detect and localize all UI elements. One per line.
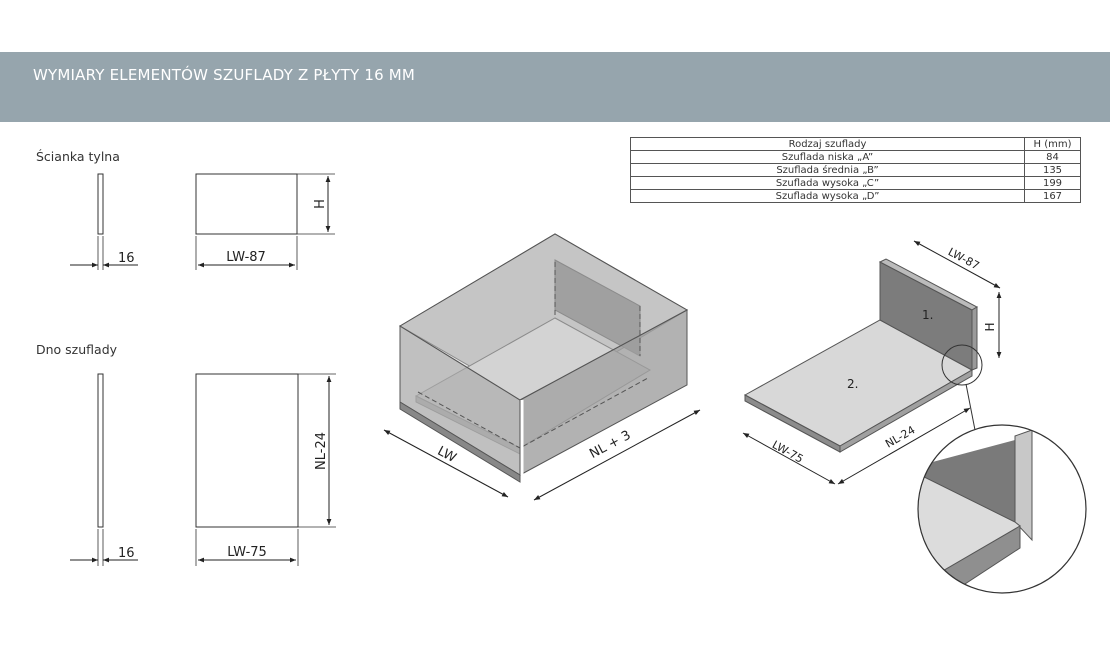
table-header-row: Rodzaj szuflady H (mm) <box>630 137 1081 151</box>
part-1-label: 1. <box>922 308 933 322</box>
drawer-height-table: Rodzaj szuflady H (mm) Szuflada niska „A… <box>630 137 1081 203</box>
back-panel-height-label: H <box>313 199 328 209</box>
page-title: WYMIARY ELEMENTÓW SZUFLADY Z PŁYTY 16 MM <box>33 66 416 84</box>
back-panel-width-label: LW-87 <box>226 250 266 265</box>
parts-height-label: H <box>983 322 997 331</box>
back-panel-thickness-label: 16 <box>118 251 135 266</box>
table-row: Szuflada wysoka „D” 167 <box>630 189 1081 203</box>
table-cell-h: 167 <box>1024 189 1081 203</box>
parts-width-bottom-label: LW-75 <box>770 438 806 466</box>
back-panel-front-view: H LW-87 <box>195 173 335 270</box>
bottom-side-view: 16 <box>70 373 138 566</box>
header-banner: WYMIARY ELEMENTÓW SZUFLADY Z PŁYTY 16 MM <box>0 52 1110 122</box>
bottom-depth-label: NL-24 <box>314 432 329 470</box>
table-row: Szuflada średnia „B” 135 <box>630 163 1081 177</box>
back-panel-title: Ścianka tylna <box>36 149 120 164</box>
parts-depth-label: NL-24 <box>883 423 917 450</box>
bottom-front-view: NL-24 LW-75 <box>195 373 336 566</box>
bottom-thickness-label: 16 <box>118 546 135 561</box>
table-cell-type: Szuflada wysoka „D” <box>630 189 1025 203</box>
isometric-parts <box>743 258 983 453</box>
bottom-panel-title: Dno szuflady <box>36 342 118 357</box>
bottom-width-label: LW-75 <box>227 545 267 560</box>
part-2-label: 2. <box>847 377 858 391</box>
back-panel-side-view: 16 <box>70 173 138 270</box>
drawer-width-label: LW <box>435 444 459 466</box>
joint-detail-view <box>917 424 1087 594</box>
